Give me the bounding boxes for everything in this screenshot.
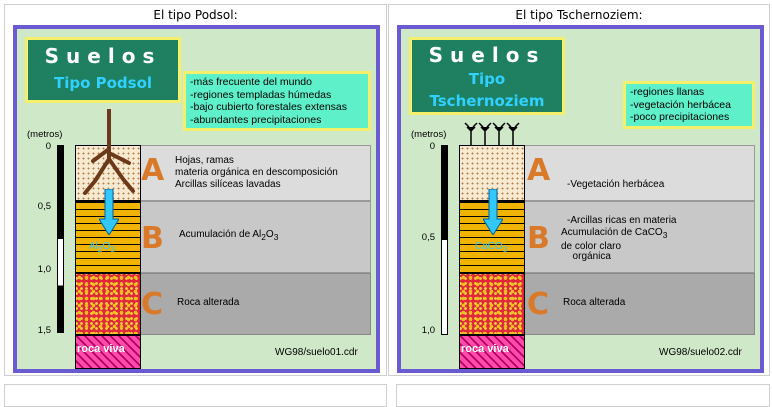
- leaching-arrow-icon: [483, 189, 503, 235]
- tick-label: 1,5: [37, 325, 51, 336]
- horizon-letter-c: C: [527, 287, 550, 322]
- info-box: -más frecuente del mundo -regiones templ…: [183, 71, 371, 131]
- info-line: -vegetación herbácea: [630, 98, 731, 111]
- leaching-arrow-icon: [99, 189, 119, 235]
- units-label: (metros): [411, 129, 447, 140]
- info-line: -regiones llanas: [630, 86, 705, 98]
- horizon-b-desc: Acumulación de CaCO3 de color claro: [561, 227, 668, 252]
- title-box: Suelos Tipo Tschernoziem: [409, 37, 565, 115]
- tick-label: 0: [429, 141, 435, 152]
- cell-empty-right: [396, 384, 770, 407]
- layer-a-soil: [459, 145, 525, 201]
- horizon-c-desc: Roca alterada: [177, 297, 240, 308]
- tick-label: 0,5: [421, 232, 435, 243]
- tick-label: 1,0: [37, 264, 51, 275]
- caption-podsol: El tipo Podsol:: [153, 8, 238, 22]
- info-box: -regiones llanas -vegetación herbácea -p…: [623, 81, 755, 129]
- caption-tschernoziem: El tipo Tschernoziem:: [515, 8, 643, 22]
- cell-tschernoziem: El tipo Tschernoziem: Suelos Tipo Tscher…: [388, 4, 770, 376]
- bedrock: [75, 335, 141, 369]
- bedrock-label: roca viva: [77, 343, 125, 355]
- horizon-letter-a: A: [141, 153, 165, 188]
- file-credit: WG98/suelo02.cdr: [659, 347, 742, 358]
- info-line: -más frecuente del mundo: [190, 76, 312, 88]
- info-line: -abundantes precipitaciones: [190, 113, 322, 126]
- roots-icon: [83, 109, 135, 195]
- tick-label: 1,0: [421, 325, 435, 336]
- podsol-diagram: Suelos Tipo Podsol -más frecuente del mu…: [13, 25, 380, 373]
- title-main: Suelos: [44, 44, 162, 68]
- horizon-letter-a: A: [527, 153, 551, 188]
- layer-c-soil: [75, 273, 141, 335]
- tschernoziem-diagram: Suelos Tipo Tschernoziem -regiones llana…: [397, 25, 764, 373]
- horizon-a-desc: -Vegetación herbácea -Arcillas ricas en …: [567, 179, 677, 262]
- horizon-a-desc: Hojas, ramas materia orgánica en descomp…: [175, 155, 338, 190]
- title-sub: Tipo Podsol: [53, 74, 153, 92]
- title-sub: Tschernoziem: [429, 92, 545, 110]
- depth-scale: [57, 145, 64, 333]
- info-line: -regiones templadas húmedas: [190, 88, 332, 101]
- title-box: Suelos Tipo Podsol: [25, 37, 181, 103]
- info-line: -bajo cubierto forestales extensas: [190, 101, 348, 113]
- cell-podsol: El tipo Podsol: Suelos Tipo Podsol -más …: [4, 4, 387, 376]
- depth-scale: [441, 145, 448, 335]
- bedrock-label: roca viva: [461, 343, 509, 355]
- horizon-letter-b: B: [527, 221, 550, 256]
- horizon-b-desc: Acumulación de Al2O3: [179, 229, 279, 242]
- bedrock: [459, 335, 525, 369]
- grass-icon: [464, 122, 520, 145]
- title-sub: Tipo: [468, 70, 506, 88]
- cell-empty-left: [4, 384, 387, 407]
- horizon-letter-c: C: [141, 287, 164, 322]
- file-credit: WG98/suelo01.cdr: [275, 347, 358, 358]
- tick-label: 0,5: [37, 201, 51, 212]
- chem-label: CaCO3: [475, 241, 508, 254]
- units-label: (metros): [27, 129, 63, 140]
- info-line: -poco precipitaciones: [630, 111, 730, 123]
- layer-c-soil: [459, 273, 525, 335]
- chem-label: Al2O3: [89, 241, 115, 254]
- title-main: Suelos: [428, 43, 546, 67]
- horizon-c-desc: Roca alterada: [563, 297, 626, 308]
- horizon-letter-b: B: [141, 221, 164, 256]
- tick-label: 0: [45, 141, 51, 152]
